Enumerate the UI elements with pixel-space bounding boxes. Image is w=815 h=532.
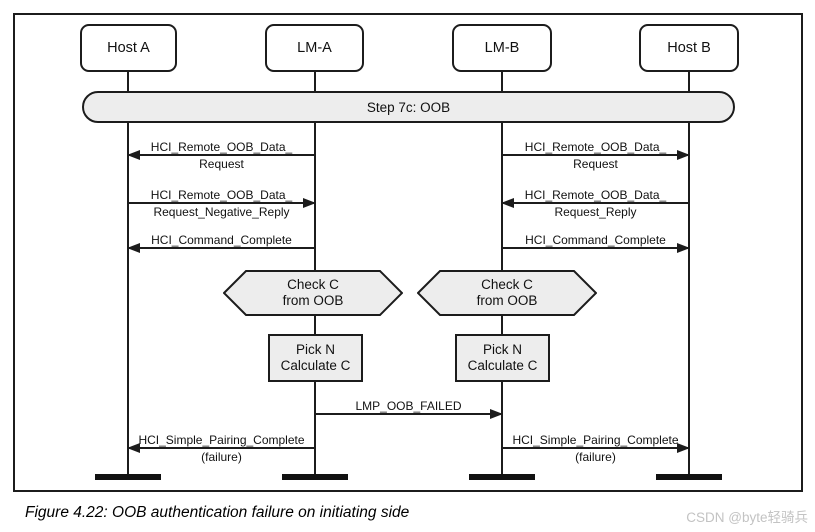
message-label: HCI_Remote_OOB_Data_ xyxy=(150,188,293,202)
message-label: Request xyxy=(199,157,244,171)
arrowhead-right-icon xyxy=(303,198,316,208)
arrow-lmp-oob-failed xyxy=(315,409,503,419)
message-label: HCI_Simple_Pairing_Complete xyxy=(512,433,679,447)
message-label: Request_Reply xyxy=(554,205,637,219)
process-box-pick-n-lm-b: Pick N Calculate C xyxy=(455,334,550,382)
hexagon-line1: Check C xyxy=(287,277,339,292)
lifeline-host-a xyxy=(127,72,129,477)
node-lm-b: LM-B xyxy=(452,24,552,72)
arrowhead-right-icon xyxy=(677,243,690,253)
arrow-simple-pairing-complete-b xyxy=(502,443,690,453)
step-banner: Step 7c: OOB xyxy=(82,91,735,123)
terminator-lm-a xyxy=(282,474,348,480)
arrowhead-left-icon xyxy=(127,150,140,160)
hexagon-line2: from OOB xyxy=(476,293,538,308)
node-lm-a-label: LM-A xyxy=(297,40,332,56)
process-box-line2: Calculate C xyxy=(280,358,351,373)
message-label: HCI_Remote_OOB_Data_ xyxy=(524,140,667,154)
arrow-command-complete-b xyxy=(502,243,690,253)
process-box-line2: Calculate C xyxy=(467,358,538,373)
message-label: HCI_Simple_Pairing_Complete xyxy=(138,433,305,447)
arrow-simple-pairing-complete-a xyxy=(127,443,315,453)
message-label: Request xyxy=(573,157,618,171)
arrow-request-reply-b xyxy=(501,198,689,208)
watermark-text: CSDN @byte轻骑兵 xyxy=(686,510,808,525)
message-label: (failure) xyxy=(201,450,242,464)
hexagon-text: Check C from OOB xyxy=(417,270,597,316)
terminator-lm-b xyxy=(469,474,535,480)
terminator-host-b xyxy=(656,474,722,480)
node-host-a: Host A xyxy=(80,24,177,72)
arrow-command-complete-a xyxy=(127,243,315,253)
node-lm-a: LM-A xyxy=(265,24,364,72)
hexagon-check-c-lm-a: Check C from OOB xyxy=(223,270,403,316)
process-box-pick-n-lm-a: Pick N Calculate C xyxy=(268,334,363,382)
arrowhead-right-icon xyxy=(490,409,503,419)
process-box-line1: Pick N xyxy=(295,342,335,357)
arrow-negative-reply-a xyxy=(128,198,316,208)
process-box-line1: Pick N xyxy=(482,342,522,357)
arrowhead-left-icon xyxy=(501,198,514,208)
node-host-a-label: Host A xyxy=(107,40,150,56)
hexagon-shape-icon xyxy=(417,270,597,316)
figure-caption: Figure 4.22: OOB authentication failure … xyxy=(25,504,410,521)
message-label: HCI_Remote_OOB_Data_ xyxy=(150,140,293,154)
arrowhead-left-icon xyxy=(127,243,140,253)
arrowhead-left-icon xyxy=(127,443,140,453)
message-label: (failure) xyxy=(575,450,616,464)
node-lm-b-label: LM-B xyxy=(484,40,520,56)
node-host-b-label: Host B xyxy=(667,40,711,56)
hexagon-line2: from OOB xyxy=(282,293,344,308)
message-label: Request_Negative_Reply xyxy=(153,205,290,219)
arrow-remote-oob-data-request-b xyxy=(502,150,690,160)
lifeline-host-b xyxy=(688,72,690,477)
hexagon-shape-icon xyxy=(223,270,403,316)
arrow-remote-oob-data-request-a xyxy=(127,150,315,160)
hexagon-check-c-lm-b: Check C from OOB xyxy=(417,270,597,316)
message-label: HCI_Command_Complete xyxy=(151,233,292,247)
message-label: HCI_Remote_OOB_Data_ xyxy=(524,188,667,202)
hexagon-line1: Check C xyxy=(481,277,533,292)
terminator-host-a xyxy=(95,474,161,480)
message-label: HCI_Command_Complete xyxy=(525,233,666,247)
arrowhead-right-icon xyxy=(677,443,690,453)
node-host-b: Host B xyxy=(639,24,739,72)
arrowhead-right-icon xyxy=(677,150,690,160)
message-label: LMP_OOB_FAILED xyxy=(355,399,462,413)
step-banner-label: Step 7c: OOB xyxy=(366,99,451,115)
hexagon-text: Check C from OOB xyxy=(223,270,403,316)
